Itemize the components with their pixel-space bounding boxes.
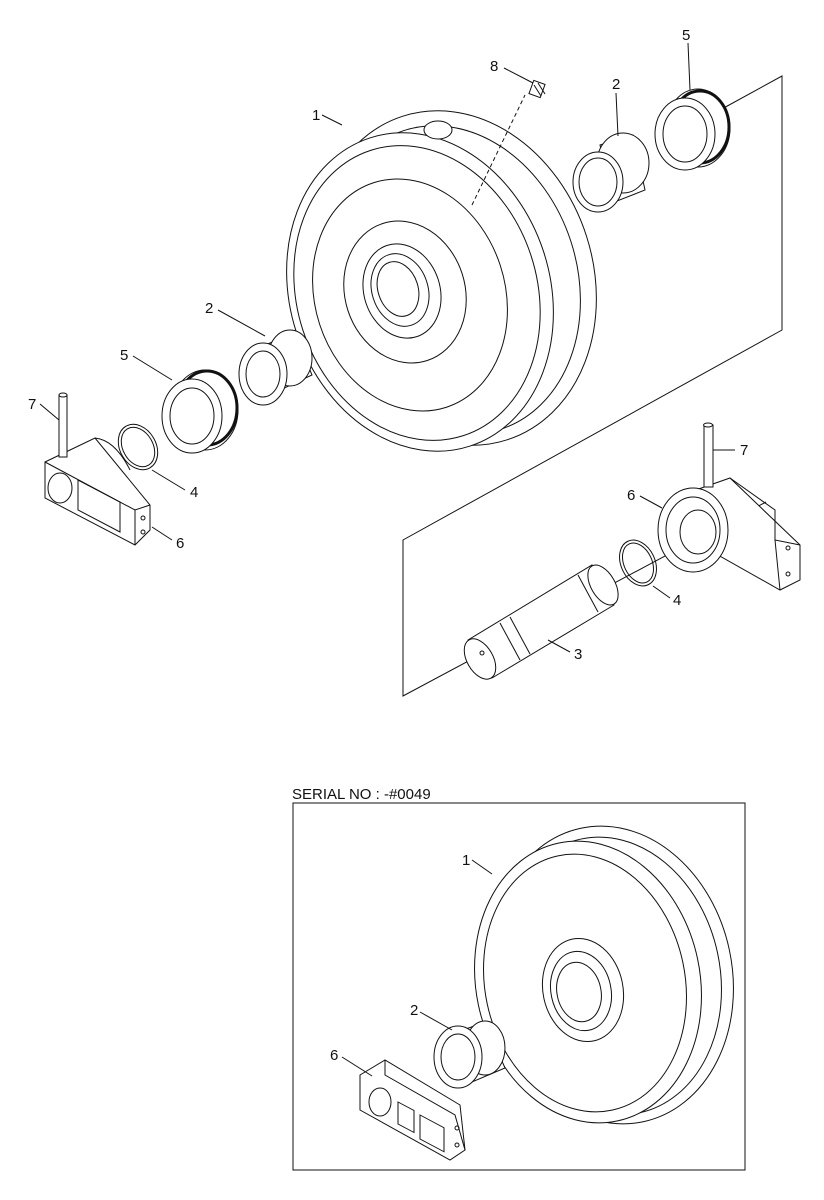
callout-8-plug: 8 xyxy=(490,58,498,75)
inset-bracket xyxy=(359,1059,466,1161)
inset-frame xyxy=(292,802,746,1171)
support-bracket-left xyxy=(44,437,151,546)
leader-lines xyxy=(39,42,735,653)
plug-part xyxy=(528,79,546,99)
callout-3-shaft: 3 xyxy=(574,646,582,663)
callout-7-pin-left: 7 xyxy=(28,396,36,413)
inset-leader-lines xyxy=(341,859,493,1077)
floating-seal-left xyxy=(161,369,239,454)
inset-callout-1: 1 xyxy=(462,852,470,869)
inset-bushing xyxy=(433,1020,506,1089)
o-ring-right-inner xyxy=(622,542,654,584)
callout-5-seal-left: 5 xyxy=(120,347,128,364)
callout-6-bracket-left: 6 xyxy=(176,535,184,552)
o-ring-left xyxy=(117,423,159,471)
callout-2-bushing-top: 2 xyxy=(612,76,620,93)
support-bracket-right xyxy=(657,477,801,591)
bushing-left xyxy=(238,329,313,406)
callout-6-bracket-right: 6 xyxy=(627,487,635,504)
bushing-top xyxy=(572,132,650,213)
callout-4-o-ring-left: 4 xyxy=(190,484,198,501)
callout-7-pin-right: 7 xyxy=(740,442,748,459)
o-ring-left-inner xyxy=(120,426,156,468)
inset-callout-6: 6 xyxy=(330,1047,338,1064)
pin-left xyxy=(58,392,68,458)
inset-callout-2: 2 xyxy=(410,1002,418,1019)
o-ring-right xyxy=(619,539,657,587)
callout-1-wheel: 1 xyxy=(312,107,320,124)
floating-seal-top xyxy=(654,88,731,171)
callout-4-o-ring-right: 4 xyxy=(673,592,681,609)
pin-right xyxy=(703,422,714,488)
inset-serial-label: SERIAL NO : -#0049 xyxy=(292,786,431,803)
callout-5-seal-top: 5 xyxy=(682,27,690,44)
shaft xyxy=(463,564,619,680)
inset-idler-wheel xyxy=(474,825,734,1125)
callout-2-bushing-left: 2 xyxy=(205,300,213,317)
idler-wheel xyxy=(286,94,597,452)
assembly-plane-outline xyxy=(402,75,783,697)
